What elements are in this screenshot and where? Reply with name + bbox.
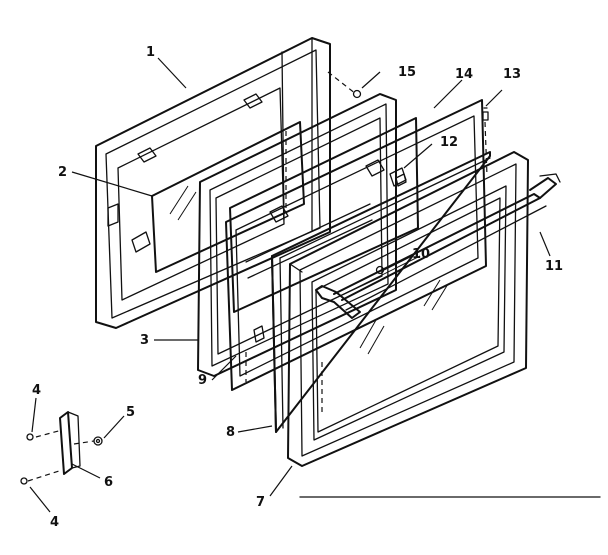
part-12-screw <box>395 173 407 187</box>
part-4-screw-upper <box>26 433 34 441</box>
label-part-15: 15 <box>398 65 416 80</box>
label-part-6: 6 <box>104 475 113 490</box>
label-part-4-upper: 4 <box>32 383 41 398</box>
part-3-door-frame <box>197 93 397 377</box>
part-5-nut <box>93 436 103 446</box>
callout-labels: 1 2 3 4 4 5 6 7 8 9 10 11 12 13 14 15 <box>32 45 563 530</box>
label-part-5: 5 <box>126 405 135 420</box>
label-part-8: 8 <box>226 425 235 440</box>
leader-lines <box>29 57 551 513</box>
part-1-inner-door-panel <box>95 37 331 329</box>
label-part-11: 11 <box>545 259 563 274</box>
part-13-screw <box>482 107 489 121</box>
part-7-outer-door <box>287 151 529 467</box>
part-11-handle <box>315 173 561 319</box>
label-part-3: 3 <box>140 333 149 348</box>
part-15-screw <box>352 89 362 99</box>
part-2-inner-glass <box>151 121 305 273</box>
label-part-9: 9 <box>198 373 207 388</box>
part-6-hinge-bracket <box>59 411 81 475</box>
label-part-12: 12 <box>440 135 458 150</box>
label-part-13: 13 <box>503 67 521 82</box>
label-part-14: 14 <box>455 67 473 82</box>
part-8-gasket <box>271 151 491 433</box>
label-part-10: 10 <box>412 247 430 262</box>
label-part-7: 7 <box>256 495 265 510</box>
part-10-screw <box>375 265 385 275</box>
label-part-2: 2 <box>58 165 67 180</box>
part-4-screw-lower <box>20 477 28 485</box>
label-part-1: 1 <box>146 45 155 60</box>
part-14-glass-panel <box>229 117 419 313</box>
label-part-4-lower: 4 <box>50 515 59 530</box>
alignment-lines <box>27 71 488 482</box>
